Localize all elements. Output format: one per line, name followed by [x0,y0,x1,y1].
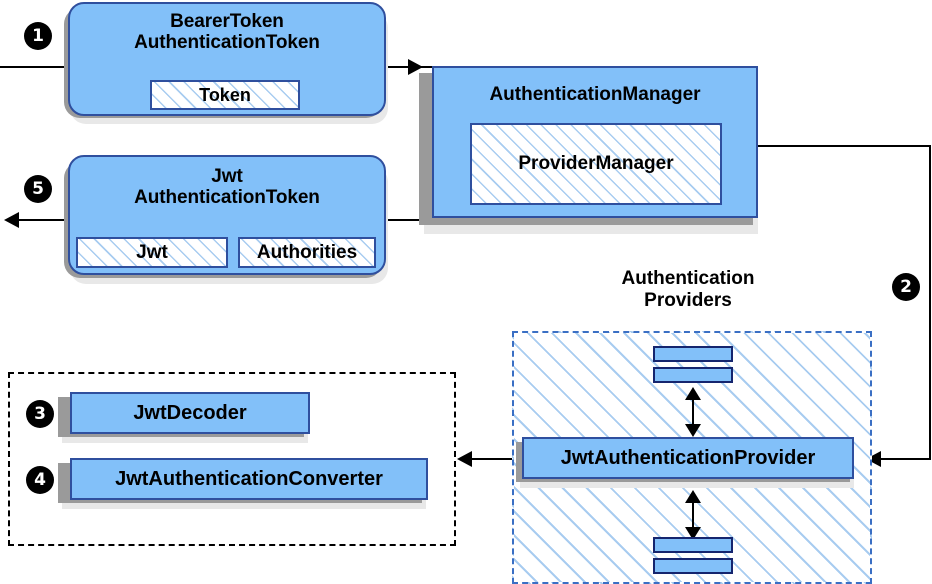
field-jwt[interactable]: Jwt [76,237,228,268]
step-bullet-4: 4 [27,467,53,493]
authentication-providers-caption: Authentication Providers [588,268,788,312]
arrowhead-top-down [685,424,701,437]
providers-caption-line2: Providers [644,289,732,311]
node-jwt-authentication-converter[interactable]: JwtAuthenticationConverter [70,458,428,500]
jwt-authentication-converter-label: JwtAuthenticationConverter [115,467,383,490]
field-provider-manager-label: ProviderManager [518,153,674,174]
connector-jwt-token-out [18,219,74,221]
arrowhead-to-manager [408,59,423,75]
field-token[interactable]: Token [150,80,300,110]
field-provider-manager[interactable]: ProviderManager [470,123,722,205]
step-bullet-4-digit: 4 [34,469,46,490]
field-jwt-label: Jwt [136,241,168,263]
jwt-token-title-line2: AuthenticationToken [134,187,320,209]
provider-link-top [692,392,694,428]
arrowhead-bottom-up [685,490,701,503]
connector-manager-down [929,145,931,459]
arrowhead-response-out [4,212,19,228]
node-jwt-decoder[interactable]: JwtDecoder [70,392,310,434]
provider-bar-bottom-2 [653,558,733,574]
arrowhead-to-support-group [457,451,472,467]
provider-bar-top-1 [653,346,733,362]
provider-bar-top-2 [653,367,733,383]
jwt-authentication-provider-label: JwtAuthenticationProvider [560,446,816,469]
providers-caption-line1: Authentication [621,268,755,289]
node-jwt-authentication-provider[interactable]: JwtAuthenticationProvider [522,437,854,479]
authentication-manager-title: AuthenticationManager [489,84,701,105]
field-authorities-label: Authorities [256,241,358,263]
step-bullet-2-digit: 2 [900,276,912,297]
step-bullet-3-digit: 3 [34,403,46,424]
connector-manager-to-jwt-token [386,219,432,221]
step-bullet-1-digit: 1 [32,25,44,46]
provider-bar-bottom-1 [653,537,733,553]
arrowhead-bottom-down [685,527,701,540]
jwt-support-region [8,372,456,546]
bearer-token-title-line2: AuthenticationToken [134,32,320,54]
connector-request-in [0,66,72,68]
connector-manager-right [758,145,930,147]
field-authorities[interactable]: Authorities [238,237,376,268]
jwt-decoder-label: JwtDecoder [133,401,247,424]
arrowhead-top-up [685,387,701,400]
step-bullet-2: 2 [893,274,919,300]
step-bullet-3: 3 [27,401,53,427]
step-bullet-5-digit: 5 [32,178,44,199]
step-bullet-5: 5 [25,176,51,202]
connector-provider-to-support [470,458,522,460]
connector-into-providers [878,458,931,460]
bearer-token-title-line1: BearerToken [170,11,284,32]
field-token-label: Token [199,84,251,105]
step-bullet-1: 1 [25,23,51,49]
jwt-token-title-line1: Jwt [211,166,243,187]
provider-link-bottom [692,495,694,531]
